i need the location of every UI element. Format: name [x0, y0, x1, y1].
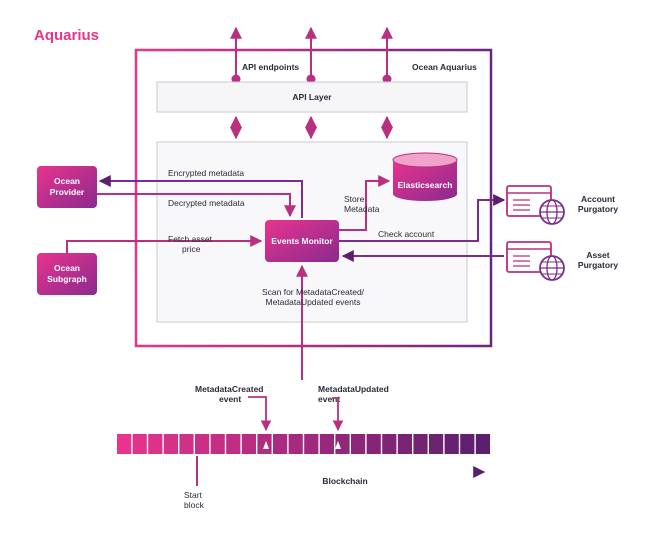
- blockchain-block: [413, 434, 428, 454]
- asset-purgatory-icon: [506, 241, 565, 281]
- api-endpoints-label: API endpoints: [242, 62, 299, 72]
- events-monitor-label: Events Monitor: [271, 236, 333, 246]
- store-metadata-label-2: Metadata: [344, 204, 380, 214]
- blockchain-block: [351, 434, 366, 454]
- decrypted-metadata-label: Decrypted metadata: [168, 198, 245, 208]
- metadata-created-label-2: event: [219, 394, 241, 404]
- ocean-provider-label-1: Ocean: [54, 176, 80, 186]
- metadata-created-label-1: MetadataCreated: [195, 384, 264, 394]
- store-metadata-label-1: Store: [344, 194, 365, 204]
- blockchain-block: [132, 434, 147, 454]
- diagram-title: Aquarius: [34, 27, 99, 44]
- blockchain-block: [210, 434, 225, 454]
- check-account-label: Check account: [378, 229, 435, 239]
- store-metadata-arrow: [339, 175, 391, 231]
- blockchain-block: [226, 434, 241, 454]
- blockchain-block: [397, 434, 412, 454]
- ocean-aquarius-label: Ocean Aquarius: [412, 62, 477, 72]
- blockchain-block: [257, 434, 272, 454]
- fetch-asset-price-arrow: [66, 235, 263, 253]
- asset-purgatory-label-1: Asset: [586, 250, 609, 260]
- metadata-updated-arrow: [332, 397, 344, 432]
- fetch-asset-price-label-2: price: [182, 244, 201, 254]
- asset-purgatory-label-2: Purgatory: [578, 260, 618, 270]
- blockchain-block: [148, 434, 163, 454]
- ocean-provider-label-2: Provider: [50, 187, 85, 197]
- event-block-marker: [263, 441, 269, 449]
- blockchain-block: [460, 434, 475, 454]
- blockchain-block: [288, 434, 303, 454]
- check-account-arrow: [339, 194, 506, 242]
- start-block-label-1: Start: [184, 490, 203, 500]
- blockchain-block: [475, 434, 490, 454]
- api-endpoint-dot-2: [306, 74, 316, 84]
- api-endpoint-dot-3: [382, 74, 392, 84]
- api-layer-label: API Layer: [292, 92, 332, 102]
- blockchain-label: Blockchain: [322, 476, 367, 486]
- blockchain-block: [163, 434, 178, 454]
- blockchain-block: [195, 434, 210, 454]
- blockchain-block: [304, 434, 319, 454]
- metadata-updated-label-2: event: [318, 394, 340, 404]
- start-block-label-2: block: [184, 500, 205, 510]
- elasticsearch-cylinder: [392, 152, 458, 201]
- elasticsearch-label: Elasticsearch: [398, 180, 453, 190]
- blockchain-block: [429, 434, 444, 454]
- account-purgatory-label-2: Purgatory: [578, 204, 618, 214]
- blockchain-block: [117, 434, 132, 454]
- ocean-provider-box: [37, 166, 97, 208]
- encrypted-metadata-label: Encrypted metadata: [168, 168, 244, 178]
- blockchain-block: [366, 434, 381, 454]
- blockchain-strip: [117, 434, 490, 454]
- blockchain-block: [382, 434, 397, 454]
- account-purgatory-icon: [506, 185, 565, 225]
- ocean-subgraph-box: [37, 253, 97, 295]
- events-monitor-box: [265, 220, 339, 262]
- blockchain-block: [241, 434, 256, 454]
- scan-label-1: Scan for MetadataCreated/: [262, 287, 365, 297]
- api-endpoint-dot-1: [231, 74, 241, 84]
- metadata-created-arrow: [248, 396, 272, 432]
- decrypted-metadata-arrow: [97, 193, 296, 218]
- blockchain-block: [179, 434, 194, 454]
- blockchain-block: [273, 434, 288, 454]
- ocean-aquarius-frame: [134, 48, 493, 348]
- ocean-subgraph-label-1: Ocean: [54, 263, 80, 273]
- metadata-updated-label-1: MetadataUpdated: [318, 384, 389, 394]
- fetch-asset-price-label-1: Fetch asset: [168, 234, 213, 244]
- event-block-marker: [335, 441, 341, 449]
- api-layer-box: [156, 81, 468, 113]
- blockchain-block: [444, 434, 459, 454]
- ocean-subgraph-label-2: Subgraph: [47, 274, 87, 284]
- encrypted-metadata-arrow: [98, 175, 303, 218]
- account-purgatory-label-1: Account: [581, 194, 615, 204]
- scan-label-2: MetadataUpdated events: [266, 297, 361, 307]
- blockchain-block: [319, 434, 334, 454]
